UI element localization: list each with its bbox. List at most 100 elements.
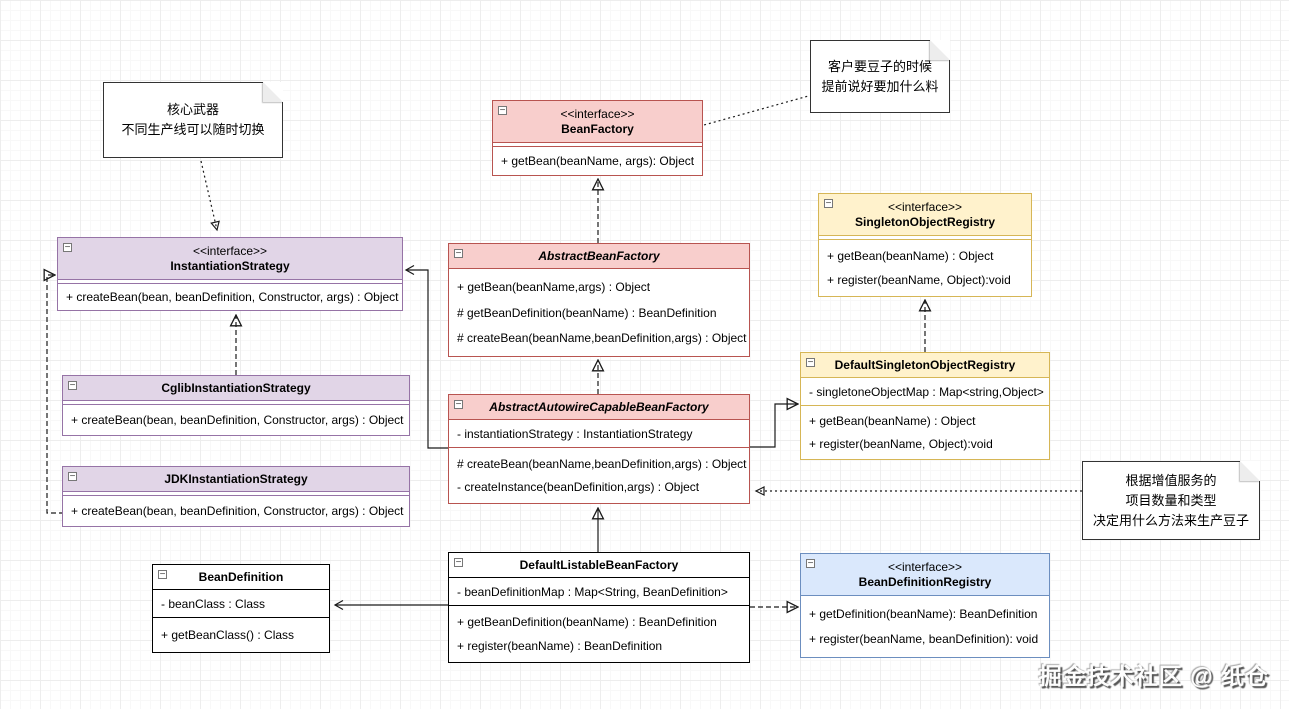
methods-section: + getBean(beanName) : Object + register(… [819,240,1031,296]
class-box-beanfactory[interactable]: − <<interface>> BeanFactory + getBean(be… [492,100,703,176]
collapse-icon[interactable]: − [806,558,815,569]
method-row: + register(beanName, beanDefinition): vo… [809,632,1039,646]
class-box-abstractbeanfactory[interactable]: − AbstractBeanFactory + getBean(beanName… [448,243,750,357]
class-box-beandefinition[interactable]: − BeanDefinition - beanClass : Class + g… [152,564,330,653]
note-fold-corner-icon [263,82,283,102]
collapse-icon[interactable]: − [824,198,833,209]
fields-section: - singletoneObjectMap : Map<string,Objec… [801,378,1049,406]
method-row: + getBean(beanName,args) : Object [457,280,651,295]
fields-section: - instantiationStrategy : InstantiationS… [449,420,749,448]
compartment-divider [58,280,402,284]
class-box-singletonobjectregistry[interactable]: − <<interface>> SingletonObjectRegistry … [818,193,1032,297]
method-row: + getBean(beanName) : Object [809,414,976,429]
method-row: + getBean(beanName) : Object [827,249,994,264]
class-header: − AbstractBeanFactory [449,244,749,269]
fields-section: - beanClass : Class [153,590,329,618]
method-row: + getBeanDefinition(beanName) : BeanDefi… [457,615,717,630]
note-fold-corner-icon [930,40,950,60]
method-row: + register(beanName) : BeanDefinition [457,638,663,653]
methods-section: # createBean(beanName,beanDefinition,arg… [449,448,749,503]
class-name: BeanFactory [561,122,634,136]
class-name: BeanDefinition [198,570,284,584]
class-name: SingletonObjectRegistry [854,215,996,229]
methods-section: + createBean(bean, beanDefinition, Const… [58,284,402,310]
note-fold-corner-icon [1240,461,1260,481]
class-header: − AbstractAutowireCapableBeanFactory [449,395,749,420]
method-row: + createBean(bean, beanDefinition, Const… [71,504,404,518]
methods-section: + getBeanClass() : Class [153,618,329,652]
compartment-divider [63,492,409,496]
collapse-icon[interactable]: − [454,399,463,410]
class-stereotype: <<interface>> [887,200,963,214]
class-stereotype: <<interface>> [560,107,635,121]
class-header: − DefaultListableBeanFactory [449,553,749,578]
watermark: 掘金技术社区 @ 纸仓 [1038,663,1269,689]
fields-section: - beanDefinitionMap : Map<String, BeanDe… [449,578,749,606]
method-row: + createBean(bean, beanDefinition, Const… [66,290,399,304]
methods-section: + getBean(beanName,args) : Object # getB… [449,269,749,356]
class-name: InstantiationStrategy [170,259,290,273]
method-row: + getBean(beanName, args): Object [501,154,695,168]
field-row: - beanClass : Class [161,596,266,611]
class-name: DefaultListableBeanFactory [519,558,679,572]
method-row: - createInstance(beanDefinition,args) : … [457,480,700,494]
field-row: - singletoneObjectMap : Map<string,Objec… [809,384,1044,399]
note-line: 根据增值服务的 [1125,472,1217,488]
note-line: 客户要豆子的时候 [827,58,932,74]
compartment-divider [63,401,409,405]
class-name: AbstractAutowireCapableBeanFactory [489,400,709,414]
note-line: 不同生产线可以随时切换 [121,122,265,137]
method-row: + createBean(bean, beanDefinition, Const… [71,413,404,427]
collapse-icon[interactable]: − [68,471,77,482]
collapse-icon[interactable]: − [806,357,815,368]
field-row: - beanDefinitionMap : Map<String, BeanDe… [457,584,728,599]
class-name: JDKInstantiationStrategy [164,472,308,486]
class-name: BeanDefinitionRegistry [858,575,992,589]
collapse-icon[interactable]: − [454,248,463,259]
class-box-instantiationstrategy[interactable]: − <<interface>> InstantiationStrategy + … [57,237,403,311]
collapse-icon[interactable]: − [63,242,72,253]
class-name: AbstractBeanFactory [538,249,660,263]
methods-section: + getBeanDefinition(beanName) : BeanDefi… [449,606,749,662]
note-line: 核心武器 [166,102,219,117]
methods-section: + getDefinition(beanName): BeanDefinitio… [801,596,1049,657]
class-box-jdkinstantiationstrategy[interactable]: − JDKInstantiationStrategy + createBean(… [62,466,410,527]
note-value-added[interactable]: 根据增值服务的 项目数量和类型 决定用什么方法来生产豆子 [1082,461,1260,540]
method-row: # getBeanDefinition(beanName) : BeanDefi… [457,305,717,320]
note-line: 决定用什么方法来生产豆子 [1092,512,1249,528]
method-row: + getBeanClass() : Class [161,628,295,642]
class-name: DefaultSingletonObjectRegistry [834,358,1016,372]
class-box-cglibinstantiationstrategy[interactable]: − CglibInstantiationStrategy + createBea… [62,375,410,436]
note-customer[interactable]: 客户要豆子的时候 提前说好要加什么料 [810,40,950,113]
collapse-icon[interactable]: − [68,380,77,391]
methods-section: + getBean(beanName, args): Object [493,147,702,175]
class-header: − BeanDefinition [153,565,329,590]
class-box-defaultlistablebeanfactory[interactable]: − DefaultListableBeanFactory - beanDefin… [448,552,750,663]
collapse-icon[interactable]: − [454,557,463,568]
field-row: - instantiationStrategy : InstantiationS… [457,426,693,441]
class-header: − JDKInstantiationStrategy [63,467,409,492]
class-stereotype: <<interface>> [192,244,268,258]
class-name: CglibInstantiationStrategy [161,381,311,395]
note-line: 提前说好要加什么料 [821,78,939,94]
compartment-divider [493,143,702,147]
compartment-divider [819,236,1031,240]
method-row: + register(beanName, Object):void [827,272,1011,287]
collapse-icon[interactable]: − [498,105,507,116]
class-box-defaultsingletonobjectregistry[interactable]: − DefaultSingletonObjectRegistry - singl… [800,352,1050,460]
class-header: − <<interface>> BeanFactory [493,101,702,143]
note-line: 项目数量和类型 [1125,492,1217,508]
collapse-icon[interactable]: − [158,569,167,580]
note-core-weapon[interactable]: 核心武器 不同生产线可以随时切换 [103,82,283,158]
methods-section: + createBean(bean, beanDefinition, Const… [63,405,409,435]
methods-section: + createBean(bean, beanDefinition, Const… [63,496,409,526]
class-header: − <<interface>> SingletonObjectRegistry [819,194,1031,236]
class-box-abstractautowirecapablebeanfactory[interactable]: − AbstractAutowireCapableBeanFactory - i… [448,394,750,504]
methods-section: + getBean(beanName) : Object + register(… [801,406,1049,459]
class-header: − <<interface>> BeanDefinitionRegistry [801,554,1049,596]
class-stereotype: <<interface>> [887,560,963,574]
method-row: + register(beanName, Object):void [809,436,993,451]
class-header: − <<interface>> InstantiationStrategy [58,238,402,280]
class-box-beandefinitionregistry[interactable]: − <<interface>> BeanDefinitionRegistry +… [800,553,1050,658]
